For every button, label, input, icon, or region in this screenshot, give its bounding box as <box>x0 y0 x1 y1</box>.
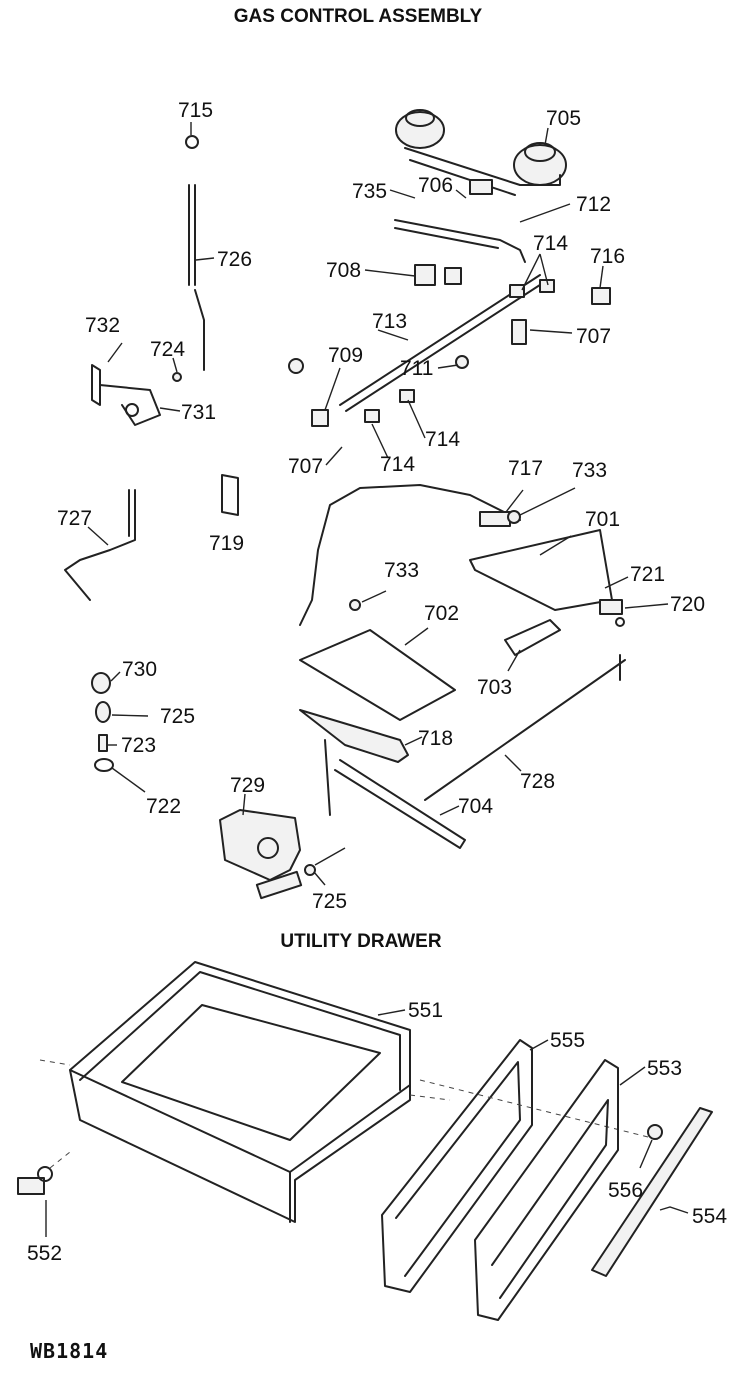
gas-control-assembly-title: GAS CONTROL ASSEMBLY <box>234 6 483 27</box>
part-702-shield <box>299 629 456 721</box>
callout-708: 708 <box>326 259 361 282</box>
gas-control-parts <box>64 109 626 900</box>
callout-712: 712 <box>576 193 611 216</box>
gas-callouts: 715 705 735 706 712 726 714 716 708 713 … <box>57 99 705 913</box>
callout-721: 721 <box>630 563 665 586</box>
part-716-fitting <box>591 287 611 305</box>
part-731-bracket <box>91 364 182 426</box>
callout-720: 720 <box>670 593 705 616</box>
part-553-door-panel <box>474 1059 619 1321</box>
part-719-clip <box>221 474 239 516</box>
callout-723: 723 <box>121 734 156 757</box>
drawer-axis-line <box>39 1059 451 1101</box>
gas-leaders <box>87 122 669 886</box>
callout-732: 732 <box>85 314 120 337</box>
part-717-flex-line <box>299 484 521 626</box>
callout-709: 709 <box>328 344 363 367</box>
part-726-tube <box>188 184 205 371</box>
callout-715: 715 <box>178 99 213 122</box>
part-701-shield <box>469 529 613 611</box>
part-730-knob-stack <box>91 672 114 772</box>
callout-555: 555 <box>550 1029 585 1052</box>
callout-707-a: 707 <box>576 325 611 348</box>
part-729-regulator <box>219 809 346 900</box>
part-555-inner-panel <box>381 1039 533 1293</box>
callout-553: 553 <box>647 1057 682 1080</box>
callout-725-a: 725 <box>160 705 195 728</box>
part-713-manifold-pipe <box>339 274 547 412</box>
callout-714-a: 714 <box>533 232 568 255</box>
callout-724: 724 <box>150 338 185 361</box>
callout-733-a: 733 <box>572 459 607 482</box>
part-705-valve-assembly <box>395 109 567 196</box>
callout-714-c: 714 <box>380 453 415 476</box>
part-708-valve <box>414 264 462 286</box>
callout-711: 711 <box>400 357 433 380</box>
callout-727: 727 <box>57 507 92 530</box>
callout-731: 731 <box>181 401 216 424</box>
callout-704: 704 <box>458 795 493 818</box>
part-727-tube <box>64 489 136 601</box>
callout-722: 722 <box>146 795 181 818</box>
drawer-leaders <box>45 1009 689 1237</box>
callout-705: 705 <box>546 107 581 130</box>
part-552-roller <box>17 1151 71 1195</box>
callout-719: 719 <box>209 532 244 555</box>
part-715-fitting <box>185 135 199 149</box>
callout-728: 728 <box>520 770 555 793</box>
part-714-orifices <box>364 279 555 423</box>
callout-707-b: 707 <box>288 455 323 478</box>
callout-701: 701 <box>585 508 620 531</box>
part-707-fitting <box>311 409 329 427</box>
callout-556: 556 <box>608 1179 643 1202</box>
part-711-nut <box>455 355 469 369</box>
callout-706: 706 <box>418 174 453 197</box>
panel-axis-line <box>419 1079 661 1141</box>
callout-554: 554 <box>692 1205 727 1228</box>
part-717-connector <box>479 511 511 527</box>
callout-702: 702 <box>424 602 459 625</box>
utility-drawer-title: UTILITY DRAWER <box>280 931 441 952</box>
part-720-valve <box>599 599 625 627</box>
callout-733-b: 733 <box>384 559 419 582</box>
part-707-fitting-2 <box>511 319 527 345</box>
part-712-manifold <box>394 219 526 263</box>
callout-725-b: 725 <box>312 890 347 913</box>
part-728-rod <box>424 654 626 801</box>
callout-713: 713 <box>372 310 407 333</box>
part-733-nut <box>507 510 521 524</box>
callout-735: 735 <box>352 180 387 203</box>
part-554-handle <box>591 1107 713 1277</box>
part-704-rod <box>324 739 466 849</box>
callout-726: 726 <box>217 248 252 271</box>
model-number: WB1814 <box>30 1339 108 1363</box>
part-733-nut-2 <box>349 599 361 611</box>
callout-552: 552 <box>27 1242 62 1265</box>
callout-730: 730 <box>122 658 157 681</box>
callout-718: 718 <box>418 727 453 750</box>
callout-714-b: 714 <box>425 428 460 451</box>
part-551-drawer-body <box>69 961 411 1223</box>
drawer-callouts: 551 555 553 556 554 552 <box>27 999 727 1265</box>
utility-drawer-parts <box>17 961 713 1321</box>
callout-717: 717 <box>508 457 543 480</box>
callout-551: 551 <box>408 999 443 1022</box>
part-718-valve <box>299 709 409 763</box>
part-703-bracket <box>504 619 561 656</box>
callout-729: 729 <box>230 774 265 797</box>
callout-716: 716 <box>590 245 625 268</box>
part-556-bumper <box>647 1124 663 1140</box>
callout-703: 703 <box>477 676 512 699</box>
part-709-nut <box>288 358 304 374</box>
